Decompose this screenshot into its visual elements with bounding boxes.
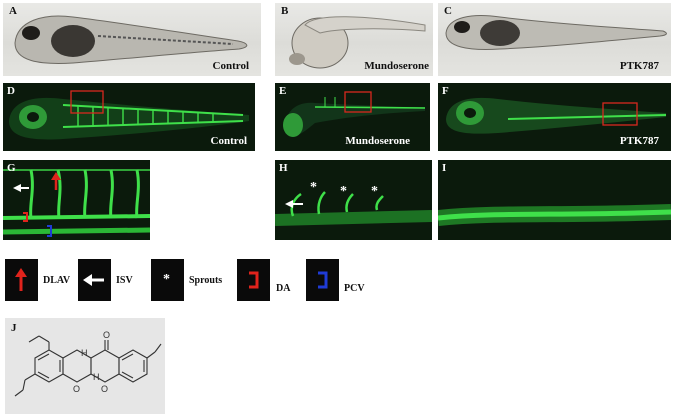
- panel-label: G: [7, 162, 16, 174]
- mundoserone-chemical-structure: O O O H H: [14, 330, 162, 397]
- legend-pcv-label: PCV: [344, 283, 365, 294]
- highlight-box: [344, 91, 372, 113]
- legend-da-label: DA: [276, 283, 291, 294]
- sprout-marker: *: [340, 184, 347, 199]
- svg-text:H: H: [81, 348, 88, 358]
- panel-c: C PTK787: [438, 3, 671, 76]
- white-left-arrow-icon: [83, 274, 104, 286]
- zebrafish-mundoserone-fluorescence: [283, 91, 426, 137]
- zebrafish-control-brightfield: [14, 15, 248, 64]
- panel-label: D: [7, 85, 15, 97]
- panel-label: J: [11, 322, 17, 334]
- panel-h: H * * *: [275, 160, 432, 240]
- panel-caption: Control: [212, 60, 249, 72]
- legend-da-swatch: [237, 259, 270, 301]
- legend-dlav-swatch: [5, 259, 38, 301]
- red-up-arrow-icon: [15, 268, 27, 291]
- asterisk-icon: *: [163, 272, 170, 287]
- panel-caption: Mundoserone: [364, 60, 429, 72]
- zebrafish-mundoserone-brightfield: [289, 16, 426, 69]
- vessel-zoom-control: [3, 169, 150, 237]
- highlight-box: [70, 90, 104, 114]
- panel-f: F PTK787: [438, 83, 671, 151]
- panel-caption: PTK787: [619, 135, 659, 147]
- panel-label: A: [9, 5, 17, 17]
- panel-d: D Control: [3, 83, 255, 151]
- panel-i: I: [438, 160, 671, 240]
- panel-b: B Mundoserone: [275, 3, 433, 76]
- svg-text:H: H: [93, 372, 100, 382]
- legend-sprouts-swatch: *: [151, 259, 184, 301]
- panel-e: E Mundoserone: [275, 83, 430, 151]
- zebrafish-ptk787-brightfield: [445, 15, 667, 50]
- panel-label: E: [279, 85, 287, 97]
- panel-label: I: [442, 162, 447, 174]
- zebrafish-ptk787-fluorescence: [446, 97, 667, 134]
- vessel-zoom-mundoserone: [275, 191, 432, 226]
- legend-isv-label: ISV: [116, 275, 133, 286]
- vessel-zoom-ptk787: [438, 204, 671, 226]
- svg-text:O: O: [73, 384, 80, 394]
- panel-j: J O O O H H: [5, 318, 165, 414]
- sprout-marker: *: [371, 184, 378, 199]
- svg-text:O: O: [101, 384, 108, 394]
- panel-label: B: [281, 5, 289, 17]
- highlight-box: [602, 102, 638, 126]
- legend-dlav-label: DLAV: [43, 275, 71, 286]
- panel-g: G: [3, 160, 150, 240]
- red-bracket-icon: [249, 271, 259, 289]
- legend-pcv-swatch: [306, 259, 339, 301]
- svg-text:O: O: [103, 330, 110, 340]
- legend-sprouts-label: Sprouts: [189, 275, 223, 286]
- panel-caption: PTK787: [619, 60, 659, 72]
- panel-label: F: [442, 85, 449, 97]
- zebrafish-control-fluorescence: [9, 90, 249, 140]
- blue-bracket-icon: [318, 271, 328, 289]
- legend-isv-swatch: [78, 259, 111, 301]
- panel-caption: Mundoserone: [345, 135, 410, 147]
- panel-label: H: [279, 162, 288, 174]
- panel-label: C: [444, 5, 452, 17]
- sprout-marker: *: [310, 180, 317, 195]
- panel-caption: Control: [210, 135, 247, 147]
- panel-a: A Control: [3, 3, 261, 76]
